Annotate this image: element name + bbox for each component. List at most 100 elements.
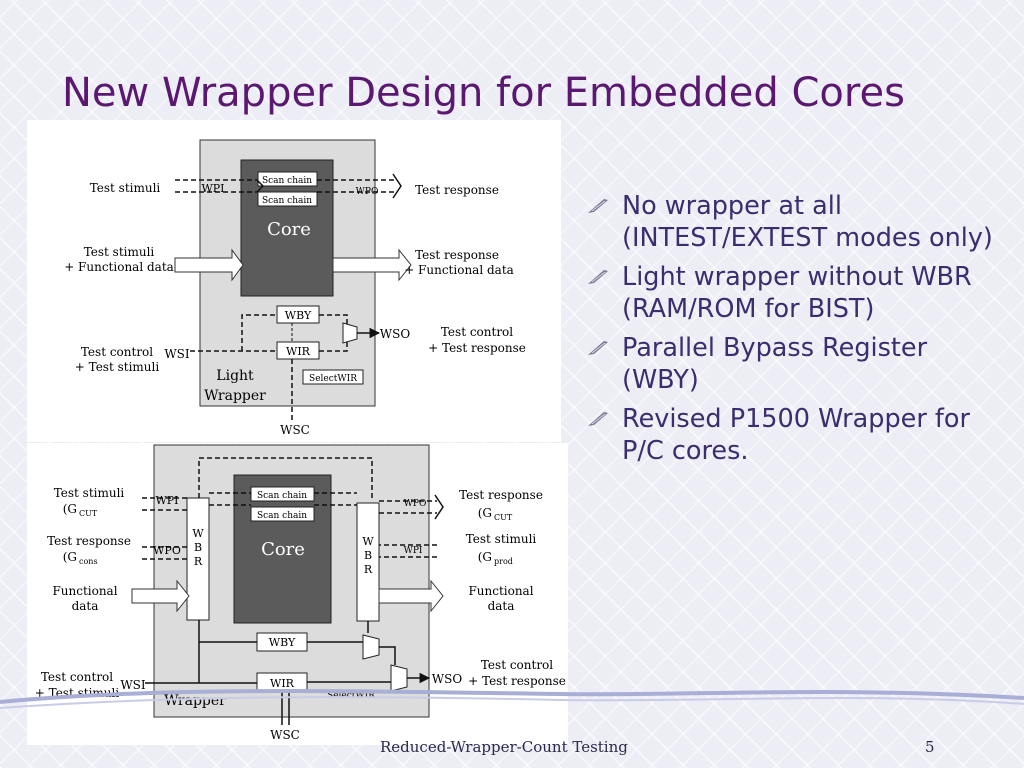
wbr-left-w: W bbox=[192, 527, 204, 540]
mux-1 bbox=[362, 634, 380, 660]
wbr-right-w: W bbox=[362, 535, 374, 548]
quill-bullet-icon bbox=[588, 270, 608, 284]
wpo-arrow-head bbox=[392, 173, 402, 199]
bullet-item: No wrapper at all (INTEST/EXTEST modes o… bbox=[584, 190, 1004, 254]
out4b-label: + Test response bbox=[468, 674, 566, 688]
top-loop bbox=[198, 457, 373, 498]
wso-label: WSO bbox=[380, 327, 411, 341]
out3a-label: Functional bbox=[468, 584, 533, 598]
bullet-text: Revised P1500 Wrapper for P/C cores. bbox=[622, 404, 970, 466]
quill-bullet-icon bbox=[588, 199, 608, 213]
wrapper-label: Wrapper bbox=[164, 693, 226, 709]
wpo-label-left: WPO bbox=[153, 544, 181, 557]
functional-in-arrow bbox=[174, 248, 244, 282]
in1sub-label: CUT bbox=[79, 509, 98, 518]
wby-label: WBY bbox=[269, 636, 296, 649]
wpi-core bbox=[209, 492, 251, 506]
wrapper-label: Wrapper bbox=[204, 388, 266, 404]
selectwir-box bbox=[302, 369, 364, 385]
wbr-left-b: B bbox=[194, 541, 202, 554]
scan-chain-2 bbox=[257, 191, 318, 207]
scan-chain-label-2: Scan chain bbox=[262, 196, 312, 206]
core-label: Core bbox=[267, 219, 311, 240]
light-wrapper-diagram: Scan chain Scan chain Core WPI WPO WBY W… bbox=[27, 120, 561, 442]
in3b-label: data bbox=[72, 599, 99, 613]
slide-title: New Wrapper Design for Embedded Cores bbox=[62, 70, 905, 116]
mux-2 bbox=[390, 664, 408, 692]
out3b-label: + Test response bbox=[428, 341, 526, 355]
wpo-arrow-head bbox=[434, 494, 444, 520]
quill-bullet-icon bbox=[588, 412, 608, 426]
wpo-label-right: WPO bbox=[404, 499, 427, 509]
bullet-text: No wrapper at all (INTEST/EXTEST modes o… bbox=[622, 191, 993, 253]
core-wpo bbox=[314, 492, 357, 506]
out2a-label: Test stimuli bbox=[466, 532, 537, 546]
in2a-label: Test stimuli bbox=[84, 245, 155, 259]
functional-out-arrow bbox=[332, 248, 412, 282]
wsi-branch bbox=[198, 620, 257, 683]
in4a-label: Test control bbox=[41, 670, 113, 684]
out1a-label: Test response bbox=[459, 488, 543, 502]
quill-bullet-icon bbox=[588, 341, 608, 355]
wpi-label-left: WPI bbox=[155, 494, 178, 507]
in2sub-label: cons bbox=[79, 557, 98, 566]
wsc-label: WSC bbox=[270, 728, 300, 742]
wpo-out bbox=[379, 500, 437, 514]
scan-chain-label-1: Scan chain bbox=[262, 176, 312, 186]
in3b-label: + Test stimuli bbox=[75, 360, 160, 374]
bullet-text: Parallel Bypass Register (WBY) bbox=[622, 333, 928, 395]
wpi-right bbox=[379, 544, 437, 558]
bullet-list: No wrapper at all (INTEST/EXTEST modes o… bbox=[584, 190, 1004, 474]
wir-label: WIR bbox=[270, 677, 295, 690]
scan-chain-1 bbox=[257, 171, 318, 187]
out2b-label: (G bbox=[478, 550, 492, 564]
bullet-item: Light wrapper without WBR (RAM/ROM for B… bbox=[584, 261, 1004, 325]
wpi-label-right: WPI bbox=[404, 546, 423, 556]
in3a-label: Functional bbox=[52, 584, 117, 598]
wsi-label: WSI bbox=[164, 347, 190, 361]
bullet-item: Parallel Bypass Register (WBY) bbox=[584, 332, 1004, 396]
wpo-label: WPO bbox=[356, 187, 379, 197]
out4a-label: Test control bbox=[481, 658, 553, 672]
wir-out bbox=[319, 336, 348, 352]
selectwir-label: SelectWIR bbox=[309, 374, 357, 384]
in2b-label: (G bbox=[63, 550, 77, 564]
light-label: Light bbox=[216, 368, 254, 384]
wbr-right-r: R bbox=[364, 563, 373, 576]
scan-chain-label-2: Scan chain bbox=[257, 511, 307, 521]
wpi-label: WPI bbox=[201, 182, 224, 195]
in2a-label: Test response bbox=[47, 534, 131, 548]
selectwir-label: SelectWIR bbox=[327, 691, 375, 701]
functional-in-arrow bbox=[131, 579, 190, 613]
wir-label: WIR bbox=[286, 345, 311, 358]
in3a-label: Test control bbox=[81, 345, 153, 359]
footer-text: Reduced-Wrapper-Count Testing bbox=[380, 738, 628, 756]
wbr-right-b: B bbox=[364, 549, 372, 562]
bullet-item: Revised P1500 Wrapper for P/C cores. bbox=[584, 403, 1004, 467]
out3a-label: Test control bbox=[441, 325, 513, 339]
mux1-out bbox=[379, 646, 396, 665]
wbr-right bbox=[356, 502, 380, 622]
wsi-branch bbox=[241, 314, 277, 351]
out2b-label: + Functional data bbox=[404, 263, 514, 277]
wby-out bbox=[319, 314, 348, 326]
out3b-label: data bbox=[488, 599, 515, 613]
out2a-label: Test response bbox=[415, 248, 499, 262]
page-number: 5 bbox=[925, 738, 935, 756]
core-label: Core bbox=[261, 539, 305, 560]
out1b-label: (G bbox=[478, 506, 492, 520]
light-wrapper-svg: Scan chain Scan chain Core WPI WPO WBY W… bbox=[64, 139, 526, 437]
bullet-text: Light wrapper without WBR (RAM/ROM for B… bbox=[622, 262, 972, 324]
out1sub-label: CUT bbox=[494, 513, 513, 522]
scan-chain-2 bbox=[250, 506, 315, 522]
wsi-label: WSI bbox=[120, 678, 146, 692]
scan-chain-label-1: Scan chain bbox=[257, 491, 307, 501]
out2sub-label: prod bbox=[494, 557, 513, 566]
decorative-swoosh bbox=[0, 689, 1024, 709]
in1a-label: Test stimuli bbox=[54, 486, 125, 500]
functional-out-arrow bbox=[378, 579, 444, 613]
out1-label: Test response bbox=[415, 183, 499, 197]
wbr-left-r: R bbox=[194, 555, 203, 568]
wpi-arrow-head bbox=[256, 179, 265, 193]
scan-chain-1 bbox=[250, 486, 315, 502]
